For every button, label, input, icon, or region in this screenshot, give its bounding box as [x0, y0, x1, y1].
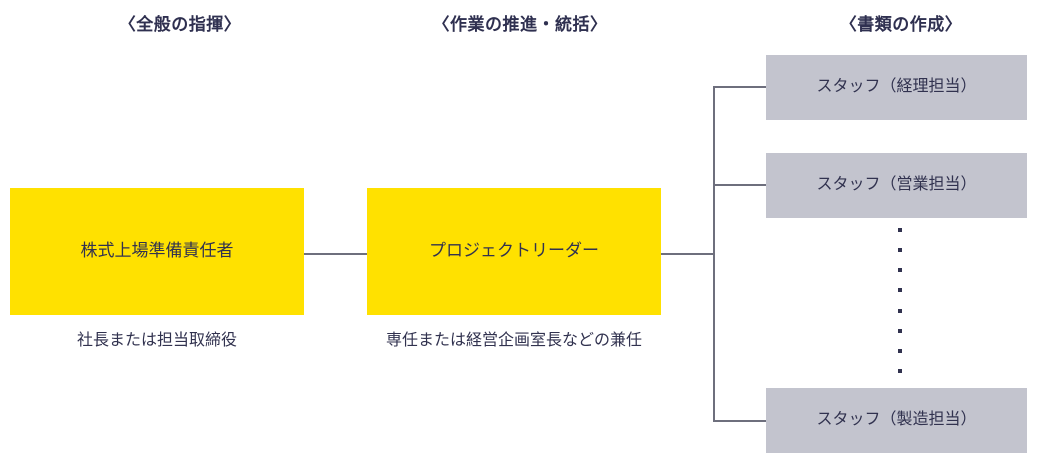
node-staff-accounting[interactable]: スタッフ（経理担当） [766, 55, 1027, 120]
ellipsis-dot [898, 268, 902, 273]
column-header-command: 〈全般の指揮〉 [118, 15, 242, 34]
node-staff-sales[interactable]: スタッフ（営業担当） [766, 153, 1027, 218]
column-header-documents: 〈書類の作成〉 [839, 15, 963, 34]
ellipsis-dot [898, 368, 902, 373]
ellipsis-dot [898, 348, 902, 353]
ellipsis-dot [898, 248, 902, 253]
node-lead-officer[interactable]: 株式上場準備責任者 [10, 188, 304, 315]
node-project-leader-label: プロジェクトリーダー [429, 241, 599, 261]
node-staff-sales-label: スタッフ（営業担当） [816, 176, 977, 194]
node-staff-manufacturing[interactable]: スタッフ（製造担当） [766, 388, 1027, 453]
ellipsis-dot [898, 328, 902, 333]
ellipsis-dot [898, 228, 902, 232]
connector-branch-staff-sales [713, 184, 766, 186]
node-staff-accounting-label: スタッフ（経理担当） [816, 78, 977, 96]
connector-lead-officer-to-project-leader [304, 253, 367, 255]
node-staff-manufacturing-label: スタッフ（製造担当） [816, 411, 977, 429]
vertical-ellipsis-icon [890, 228, 910, 373]
caption-project-leader: 専任または経営企画室長などの兼任 [385, 332, 642, 349]
ellipsis-dot [898, 288, 902, 293]
connector-branch-staff-accounting [713, 86, 766, 88]
caption-lead-officer: 社長または担当取締役 [76, 332, 237, 349]
ellipsis-dot [898, 308, 902, 313]
column-header-promotion: 〈作業の推進・統括〉 [432, 15, 608, 34]
connector-branch-staff-manufacturing [713, 420, 766, 422]
node-project-leader[interactable]: プロジェクトリーダー [367, 188, 661, 315]
connector-project-leader-to-staff-tree [661, 253, 715, 255]
node-lead-officer-label: 株式上場準備責任者 [80, 241, 234, 261]
staff-tree-spine [713, 86, 715, 422]
